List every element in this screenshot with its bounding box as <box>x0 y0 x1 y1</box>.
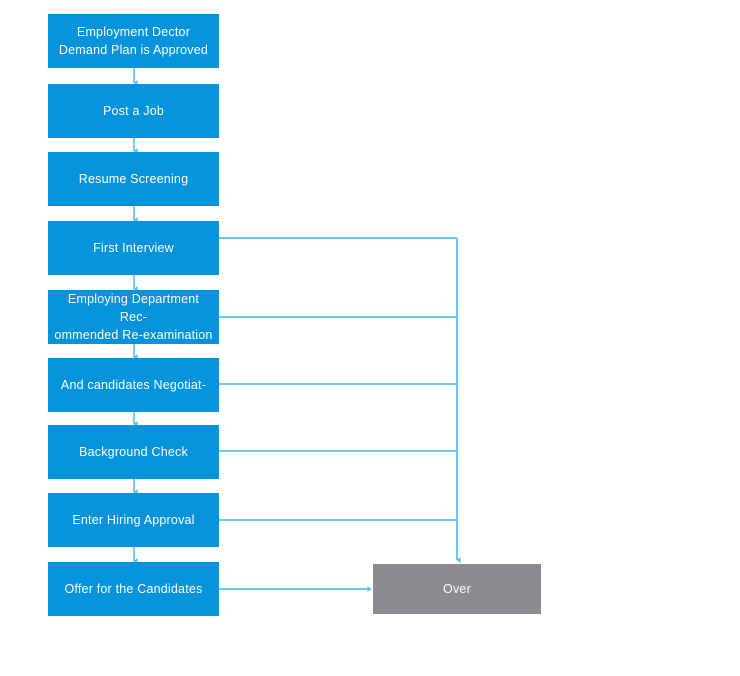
flow-node-label: First Interview <box>93 241 174 255</box>
flow-node-n1[interactable]: Employment Dector Demand Plan is Approve… <box>48 14 219 68</box>
flow-node-n5[interactable]: Employing Department Rec- ommended Re-ex… <box>48 290 219 344</box>
flow-node-label: Employing Department Rec- ommended Re-ex… <box>54 292 213 342</box>
flow-node-n7[interactable]: Background Check <box>48 425 219 479</box>
flow-node-label: Offer for the Candidates <box>64 582 203 596</box>
flow-node-n8[interactable]: Enter Hiring Approval <box>48 493 219 547</box>
flow-node-label: Over <box>443 582 471 596</box>
flow-node-n6[interactable]: And candidates Negotiat- <box>48 358 219 412</box>
branch-arrow-group <box>219 237 457 521</box>
flow-node-label: Enter Hiring Approval <box>72 513 195 527</box>
flow-node-label: Resume Screening <box>78 172 189 186</box>
flow-node-label: Post a Job <box>102 104 165 118</box>
flow-node-n2[interactable]: Post a Job <box>48 84 219 138</box>
flow-node-n3[interactable]: Resume Screening <box>48 152 219 206</box>
flow-node-label: Employment Dector Demand Plan is Approve… <box>58 25 209 57</box>
flow-node-n4[interactable]: First Interview <box>48 221 219 275</box>
flow-node-n10[interactable]: Over <box>373 564 541 614</box>
flow-node-label: And candidates Negotiat- <box>60 378 207 392</box>
flow-node-label: Background Check <box>79 445 188 459</box>
flow-node-n9[interactable]: Offer for the Candidates <box>48 562 219 616</box>
